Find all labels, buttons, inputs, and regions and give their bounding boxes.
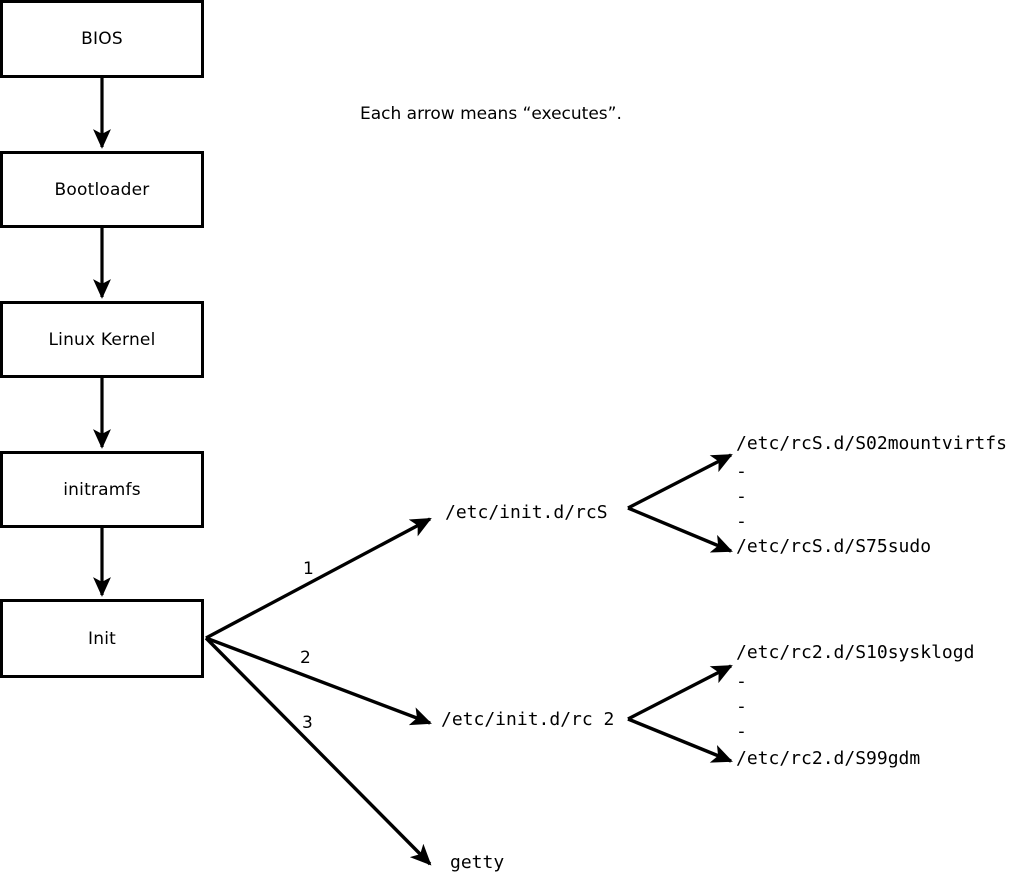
stage-box-bios: BIOS xyxy=(0,0,204,78)
stage-label-initramfs: initramfs xyxy=(63,479,141,500)
branch-number-2: 2 xyxy=(300,648,311,668)
rc2-script-last: /etc/rc2.d/S99gdm xyxy=(736,748,921,769)
rc2-script-first: /etc/rc2.d/S10sysklogd xyxy=(736,642,975,663)
rcS-ellipsis-dash-3: - xyxy=(736,511,747,532)
diagram-caption: Each arrow means “executes”. xyxy=(360,104,622,124)
arrow-rc2-to-last-script xyxy=(627,717,733,763)
arrow-init-to-rcS xyxy=(205,517,432,640)
stage-box-init: Init xyxy=(0,599,204,678)
rcS-ellipsis-dash-1: - xyxy=(736,461,747,482)
arrow-rcS-to-first-script xyxy=(627,453,733,510)
branch-target-rc2: /etc/init.d/rc 2 xyxy=(441,709,615,730)
branch-target-rcS: /etc/init.d/rcS xyxy=(445,502,608,523)
branch-number-1: 1 xyxy=(303,559,314,579)
stage-label-bootloader: Bootloader xyxy=(54,179,150,200)
rcS-script-first: /etc/rcS.d/S02mountvirtfs xyxy=(736,433,1007,454)
arrow-rc2-to-first-script xyxy=(627,664,733,721)
arrow-init-to-rc2 xyxy=(205,636,432,726)
rc2-ellipsis-dash-1: - xyxy=(736,671,747,692)
branch-target-getty: getty xyxy=(450,852,505,873)
arrow-init-to-getty xyxy=(204,636,432,866)
rcS-script-last: /etc/rcS.d/S75sudo xyxy=(736,536,932,557)
stage-box-bootloader: Bootloader xyxy=(0,151,204,228)
stage-label-bios: BIOS xyxy=(81,29,123,49)
rc2-ellipsis-dash-2: - xyxy=(736,696,747,717)
stage-box-linux-kernel: Linux Kernel xyxy=(0,301,204,378)
stage-label-init: Init xyxy=(88,628,116,649)
stage-label-linux-kernel: Linux Kernel xyxy=(48,329,156,350)
rc2-ellipsis-dash-3: - xyxy=(736,721,747,742)
rcS-ellipsis-dash-2: - xyxy=(736,486,747,507)
branch-number-3: 3 xyxy=(302,713,313,733)
stage-box-initramfs: initramfs xyxy=(0,451,204,528)
arrow-rcS-to-last-script xyxy=(627,506,733,553)
